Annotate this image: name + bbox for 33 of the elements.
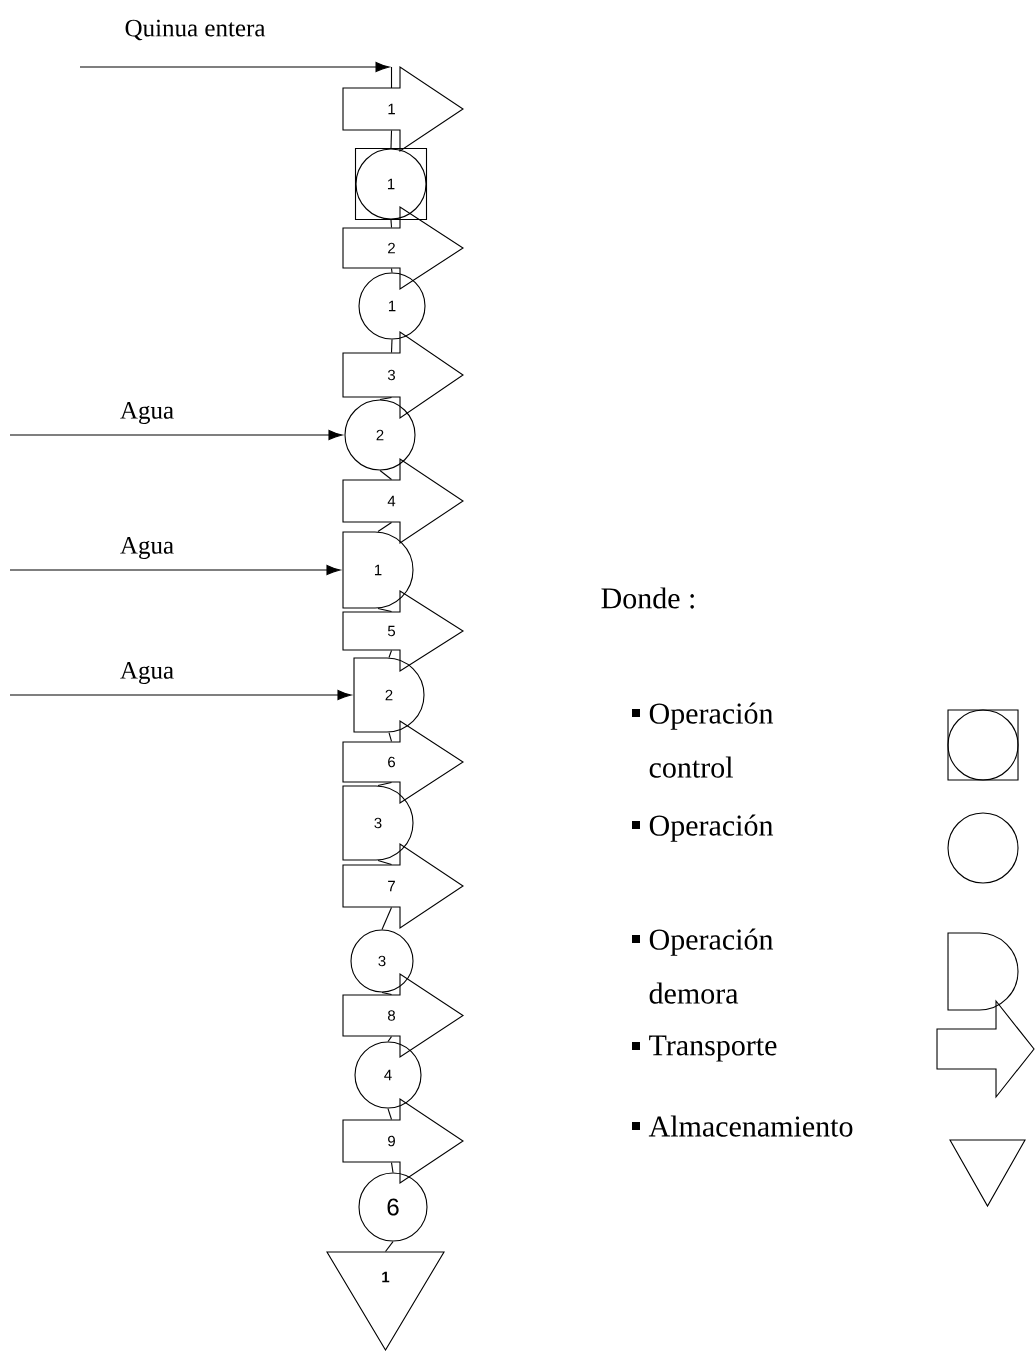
arrow [9, 689, 352, 701]
connector-line [377, 522, 393, 532]
legend-text: Operación [649, 814, 774, 842]
legend-text: Operación control [649, 702, 774, 778]
connector-line [390, 1162, 394, 1173]
connector-line [381, 992, 393, 995]
connector-line [377, 782, 393, 786]
connector-line [381, 907, 393, 930]
edge-label: Quinua entera [125, 19, 266, 41]
storage-triangle: 1 [326, 1251, 445, 1351]
arrow [9, 429, 343, 441]
connector-line [388, 650, 393, 658]
connector-line [379, 470, 393, 480]
connector-line [390, 130, 393, 149]
arrow [79, 61, 390, 73]
connector-line [377, 860, 393, 865]
legend-text: Almacenamiento [648, 1115, 853, 1137]
edge-label: Agua [120, 537, 174, 559]
connector-line [377, 608, 393, 612]
edge-label: Agua [120, 662, 174, 684]
arrow [9, 564, 341, 576]
connector-line [379, 397, 393, 400]
connector-line [387, 1036, 393, 1042]
legend-text: Operación demora [649, 928, 774, 1004]
legend-title: Donde : [601, 587, 694, 609]
edge-label: Agua [120, 402, 174, 424]
connector-line [390, 219, 393, 228]
connector-line [388, 732, 393, 742]
connector-line [384, 1241, 394, 1252]
connector-line [390, 339, 393, 353]
connector-line [390, 268, 393, 273]
legend-text: Transporte [649, 1035, 777, 1062]
connector-line [387, 1108, 393, 1120]
